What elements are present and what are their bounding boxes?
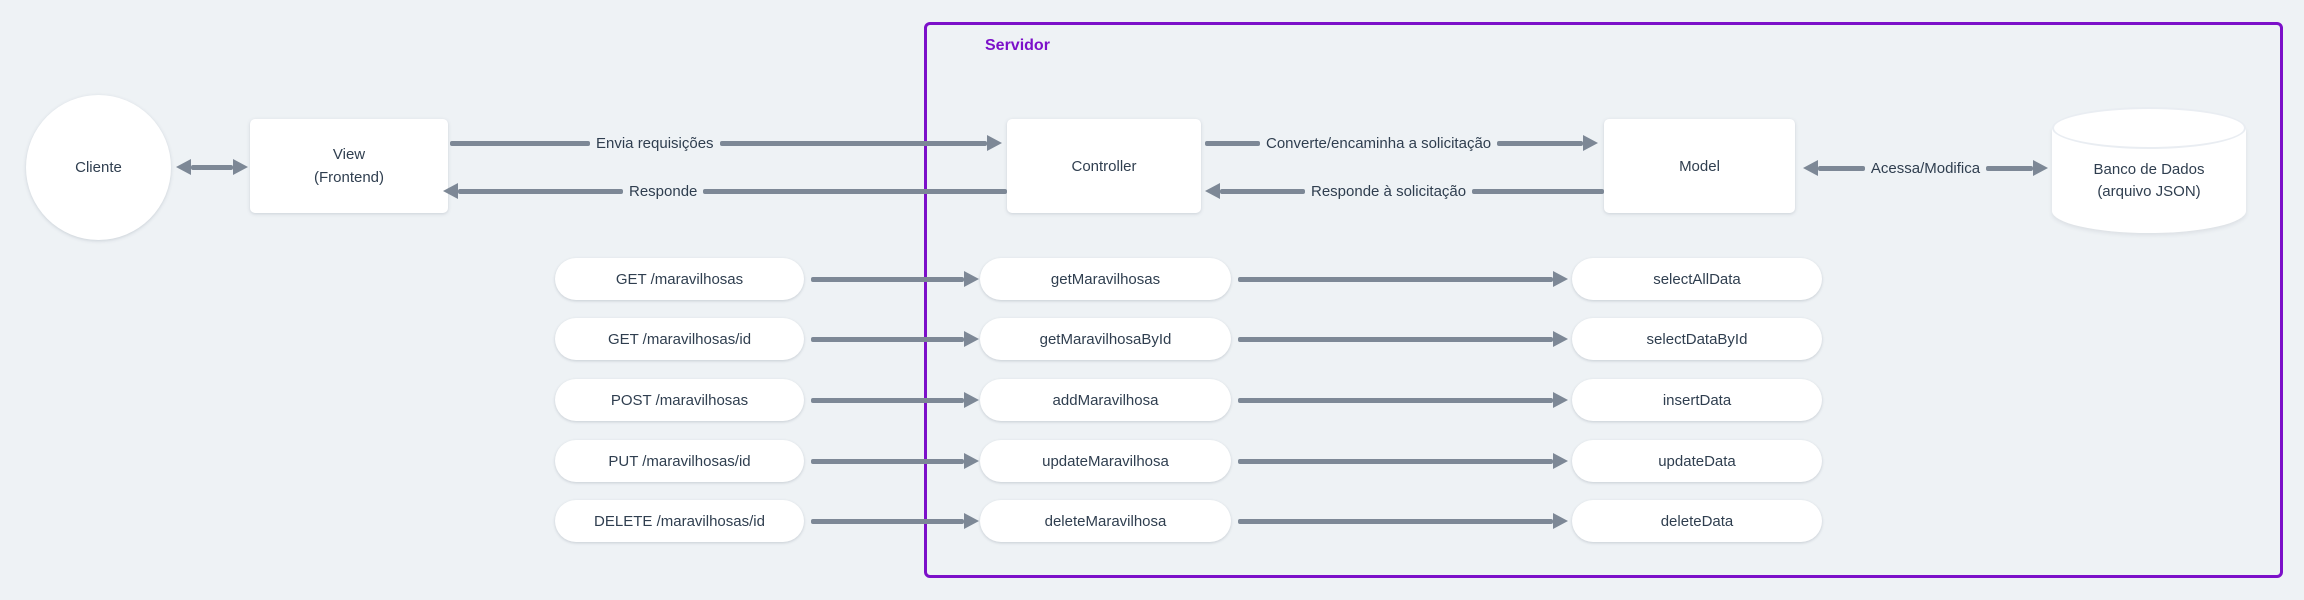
connector-line [1238,397,1553,403]
arrowhead-right-icon [1553,392,1568,408]
controller-method-pill: deleteMaravilhosa [980,500,1231,542]
connector-line [450,140,590,146]
endpoint-pill: GET /maravilhosas [555,258,804,300]
node-controller: Controller [1007,119,1201,213]
endpoint-pill: DELETE /maravilhosas/id [555,500,804,542]
arrowhead-left-icon [176,159,191,175]
connector-converte-label: Converte/encaminha a solicitação [1266,134,1492,152]
connector-line [703,188,1007,194]
node-cliente: Cliente [26,95,171,240]
row-arrow [1238,500,1568,542]
model-method-pill: selectDataById [1572,318,1822,360]
node-view: View (Frontend) [250,119,448,213]
row-arrow [811,440,979,482]
model-method-pill: insertData [1572,379,1822,421]
controller-method-pill: updateMaravilhosa [980,440,1231,482]
arrowhead-right-icon [964,392,979,408]
node-model: Model [1604,119,1795,213]
row-arrow [811,379,979,421]
node-controller-label: Controller [1071,157,1137,175]
connector-line [1472,188,1604,194]
connector-responde: Responde [443,181,1007,201]
arrowhead-right-icon [987,135,1002,151]
connector-line [1818,165,1865,171]
connector-acessa-label: Acessa/Modifica [1870,159,1981,177]
node-database-cylinder: Banco de Dados (arquivo JSON) [2052,107,2246,233]
arrowhead-right-icon [964,271,979,287]
connector-line [1986,165,2033,171]
connector-responde-solicitacao: Responde à solicitação [1205,181,1604,201]
row-arrow [1238,440,1568,482]
route-row: DELETE /maravilhosas/id deleteMaravilhos… [555,500,1822,542]
model-method-pill: updateData [1572,440,1822,482]
cylinder-lid [2052,107,2246,149]
connector-line [191,164,233,170]
connector-line [811,518,964,524]
row-arrow [1238,379,1568,421]
route-row: GET /maravilhosas getMaravilhosas select… [555,258,1822,300]
server-group-box: Servidor [924,22,2283,578]
connector-line [1238,276,1553,282]
endpoint-pill: PUT /maravilhosas/id [555,440,804,482]
model-method-pill: selectAllData [1572,258,1822,300]
connector-line [811,276,964,282]
connector-line [719,140,987,146]
arrowhead-left-icon [1205,183,1220,199]
row-arrow [811,318,979,360]
node-cliente-label: Cliente [75,159,122,176]
connector-cliente-view [176,157,248,177]
server-group-label: Servidor [985,37,1050,54]
node-database-label-line2: (arquivo JSON) [2097,183,2201,200]
controller-method-pill: addMaravilhosa [980,379,1231,421]
arrowhead-right-icon [1553,271,1568,287]
controller-method-pill: getMaravilhosas [980,258,1231,300]
row-arrow [811,258,979,300]
arrowhead-right-icon [1553,453,1568,469]
connector-line [1238,336,1553,342]
row-arrow [811,500,979,542]
row-arrow [1238,318,1568,360]
connector-line [458,188,623,194]
connector-line [1205,140,1260,146]
connector-acessa-modifica: Acessa/Modifica [1803,158,2048,178]
arrowhead-right-icon [964,513,979,529]
route-row: PUT /maravilhosas/id updateMaravilhosa u… [555,440,1822,482]
endpoint-pill: POST /maravilhosas [555,379,804,421]
connector-line [1238,458,1553,464]
model-method-pill: deleteData [1572,500,1822,542]
controller-method-pill: getMaravilhosaById [980,318,1231,360]
route-row: POST /maravilhosas addMaravilhosa insert… [555,379,1822,421]
arrowhead-right-icon [1583,135,1598,151]
node-database-label-line1: Banco de Dados [2093,161,2205,178]
connector-envia-requisicoes: Envia requisições [450,133,1002,153]
arrowhead-right-icon [233,159,248,175]
arrowhead-left-icon [443,183,458,199]
connector-line [1497,140,1583,146]
connector-responde-label: Responde [629,182,698,200]
connector-converte-encaminha: Converte/encaminha a solicitação [1205,133,1598,153]
node-model-label: Model [1679,157,1720,175]
connector-line [811,397,964,403]
connector-responde-solicitacao-label: Responde à solicitação [1311,182,1467,200]
arrowhead-right-icon [1553,513,1568,529]
connector-line [1220,188,1305,194]
node-view-label-line1: View [332,146,366,163]
node-database-label: Banco de Dados (arquivo JSON) [2052,159,2246,203]
arrowhead-right-icon [2033,160,2048,176]
node-view-label-line2: (Frontend) [313,169,385,186]
route-row: GET /maravilhosas/id getMaravilhosaById … [555,318,1822,360]
connector-envia-label: Envia requisições [596,134,714,152]
arrowhead-right-icon [964,331,979,347]
arrowhead-right-icon [1553,331,1568,347]
arrowhead-right-icon [964,453,979,469]
row-arrow [1238,258,1568,300]
arrowhead-left-icon [1803,160,1818,176]
connector-line [811,336,964,342]
endpoint-pill: GET /maravilhosas/id [555,318,804,360]
connector-line [811,458,964,464]
connector-line [1238,518,1553,524]
